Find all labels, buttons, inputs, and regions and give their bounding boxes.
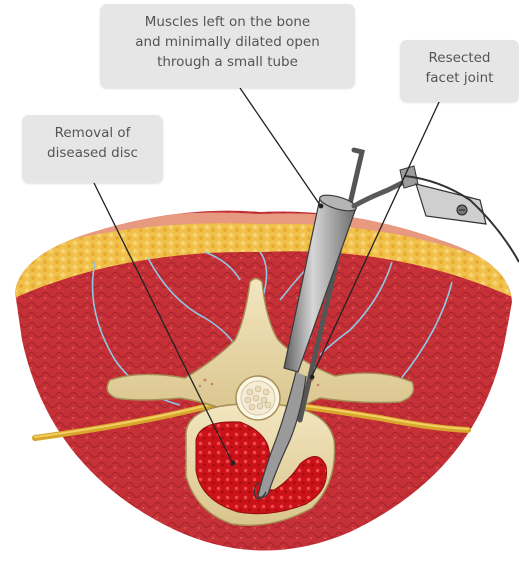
callout-muscles-line-1: Muscles left on the bone [110,12,345,32]
leader-muscles [240,88,320,205]
callout-disc-line-2: diseased disc [32,143,153,163]
callout-facet-line-1: Resected [410,48,509,68]
callout-facet-line-2: facet joint [410,68,509,88]
callout-disc-line-1: Removal of [32,123,153,143]
callout-facet-joint: Resected facet joint [400,40,519,102]
callout-diseased-disc: Removal of diseased disc [22,115,163,183]
callout-muscles-line-2: and minimally dilated open [110,32,345,52]
callout-muscles-line-3: through a small tube [110,52,345,72]
callout-muscles: Muscles left on the bone and minimally d… [100,4,355,88]
